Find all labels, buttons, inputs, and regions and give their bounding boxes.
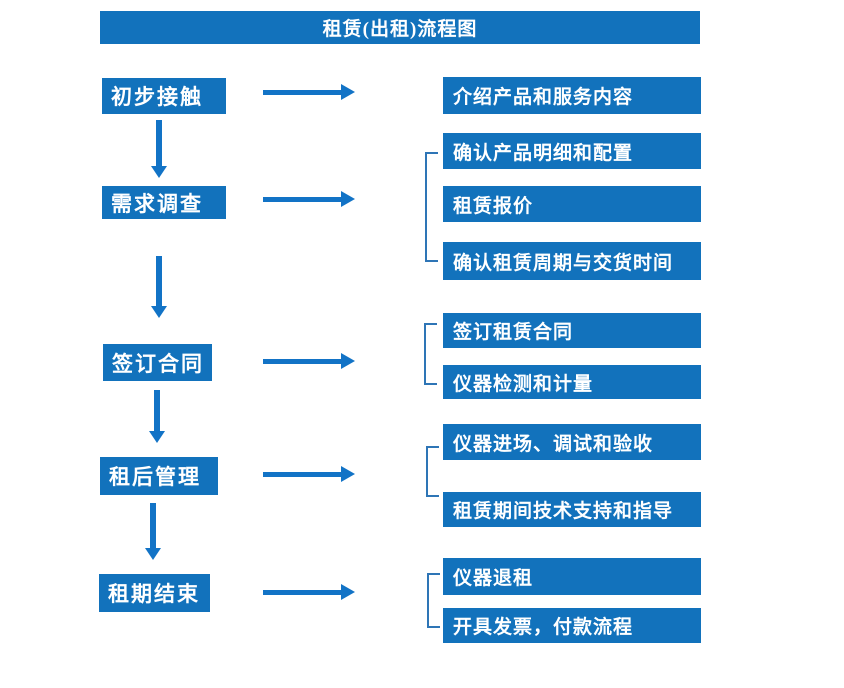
right-arrow-shaft bbox=[263, 472, 343, 477]
down-arrow-2 bbox=[151, 256, 167, 318]
down-arrow-head bbox=[145, 548, 161, 560]
detail-box-instrument-testing: 仪器检测和计量 bbox=[443, 365, 701, 399]
detail-box-confirm-product-details: 确认产品明细和配置 bbox=[443, 133, 701, 169]
right-arrow-3 bbox=[263, 353, 355, 369]
step-box-rental-end: 租期结束 bbox=[99, 574, 210, 612]
detail-box-instrument-setup-acceptance: 仪器进场、调试和验收 bbox=[443, 424, 701, 460]
right-arrow-shaft bbox=[263, 197, 343, 202]
down-arrow-1 bbox=[151, 120, 167, 178]
detail-box-rental-quote: 租赁报价 bbox=[443, 186, 701, 222]
right-arrow-shaft bbox=[263, 590, 343, 595]
down-arrow-head bbox=[151, 166, 167, 178]
right-arrow-shaft bbox=[263, 90, 343, 95]
bracket-connector-sign-contract bbox=[424, 323, 437, 385]
step-box-sign-contract: 签订合同 bbox=[103, 344, 212, 381]
down-arrow-4 bbox=[145, 503, 161, 560]
right-arrow-1 bbox=[263, 84, 355, 100]
bracket-connector-post-rental bbox=[426, 446, 439, 497]
down-arrow-shaft bbox=[156, 120, 162, 167]
right-arrow-head bbox=[341, 584, 355, 600]
step-box-demand-survey: 需求调查 bbox=[102, 186, 226, 219]
right-arrow-4 bbox=[263, 466, 355, 482]
down-arrow-head bbox=[151, 306, 167, 318]
detail-box-invoice-payment: 开具发票，付款流程 bbox=[443, 608, 701, 643]
right-arrow-head bbox=[341, 191, 355, 207]
right-arrow-shaft bbox=[263, 359, 343, 364]
detail-box-confirm-period-delivery: 确认租赁周期与交货时间 bbox=[443, 242, 701, 280]
right-arrow-head bbox=[341, 466, 355, 482]
bracket-connector-demand-survey bbox=[425, 152, 438, 262]
detail-box-instrument-return: 仪器退租 bbox=[443, 558, 701, 595]
detail-box-sign-rental-contract: 签订租赁合同 bbox=[443, 313, 701, 348]
step-box-initial-contact: 初步接触 bbox=[102, 78, 226, 114]
right-arrow-head bbox=[341, 353, 355, 369]
right-arrow-head bbox=[341, 84, 355, 100]
detail-box-introduce-products: 介绍产品和服务内容 bbox=[443, 77, 701, 114]
right-arrow-5 bbox=[263, 584, 355, 600]
flowchart-title: 租赁(出租)流程图 bbox=[100, 11, 700, 44]
right-arrow-2 bbox=[263, 191, 355, 207]
down-arrow-head bbox=[149, 431, 165, 443]
down-arrow-shaft bbox=[150, 503, 156, 549]
detail-box-technical-support: 租赁期间技术支持和指导 bbox=[443, 492, 701, 527]
bracket-connector-rental-end bbox=[427, 573, 440, 628]
step-box-post-rental-management: 租后管理 bbox=[100, 457, 218, 495]
down-arrow-shaft bbox=[154, 390, 160, 432]
down-arrow-shaft bbox=[156, 256, 162, 307]
down-arrow-3 bbox=[149, 390, 165, 443]
